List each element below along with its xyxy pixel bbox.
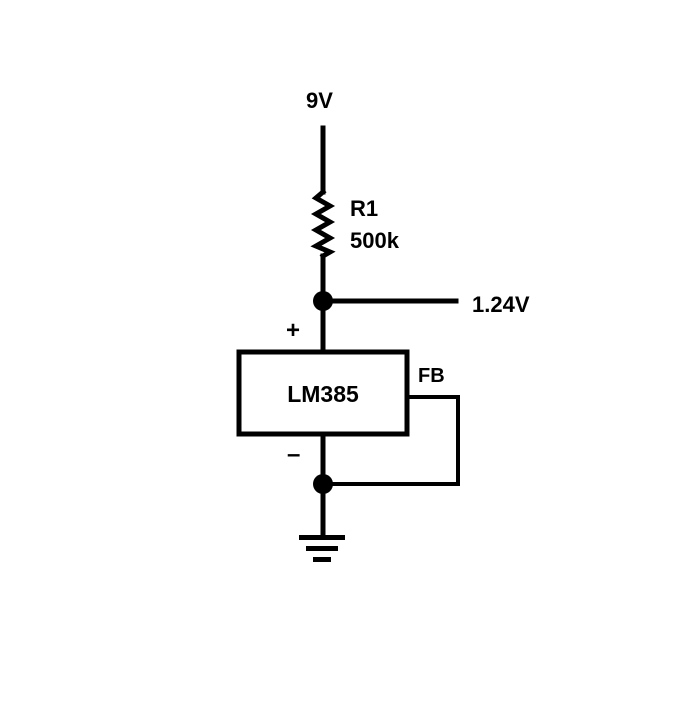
ic-plus-pin-label: + — [286, 317, 300, 344]
output-voltage-label: 1.24V — [472, 292, 530, 317]
ground-symbol-icon — [299, 535, 345, 562]
feedback-wire — [323, 395, 460, 486]
ic-fb-pin-label: FB — [418, 365, 445, 387]
resistor-ref-label: R1 — [350, 196, 378, 221]
supply-voltage-label: 9V — [306, 88, 333, 113]
resistor-r1-icon — [310, 188, 336, 260]
ic-part-label: LM385 — [287, 381, 359, 407]
resistor-value-label: 500k — [350, 228, 400, 253]
ic-minus-pin-label: – — [287, 441, 300, 468]
